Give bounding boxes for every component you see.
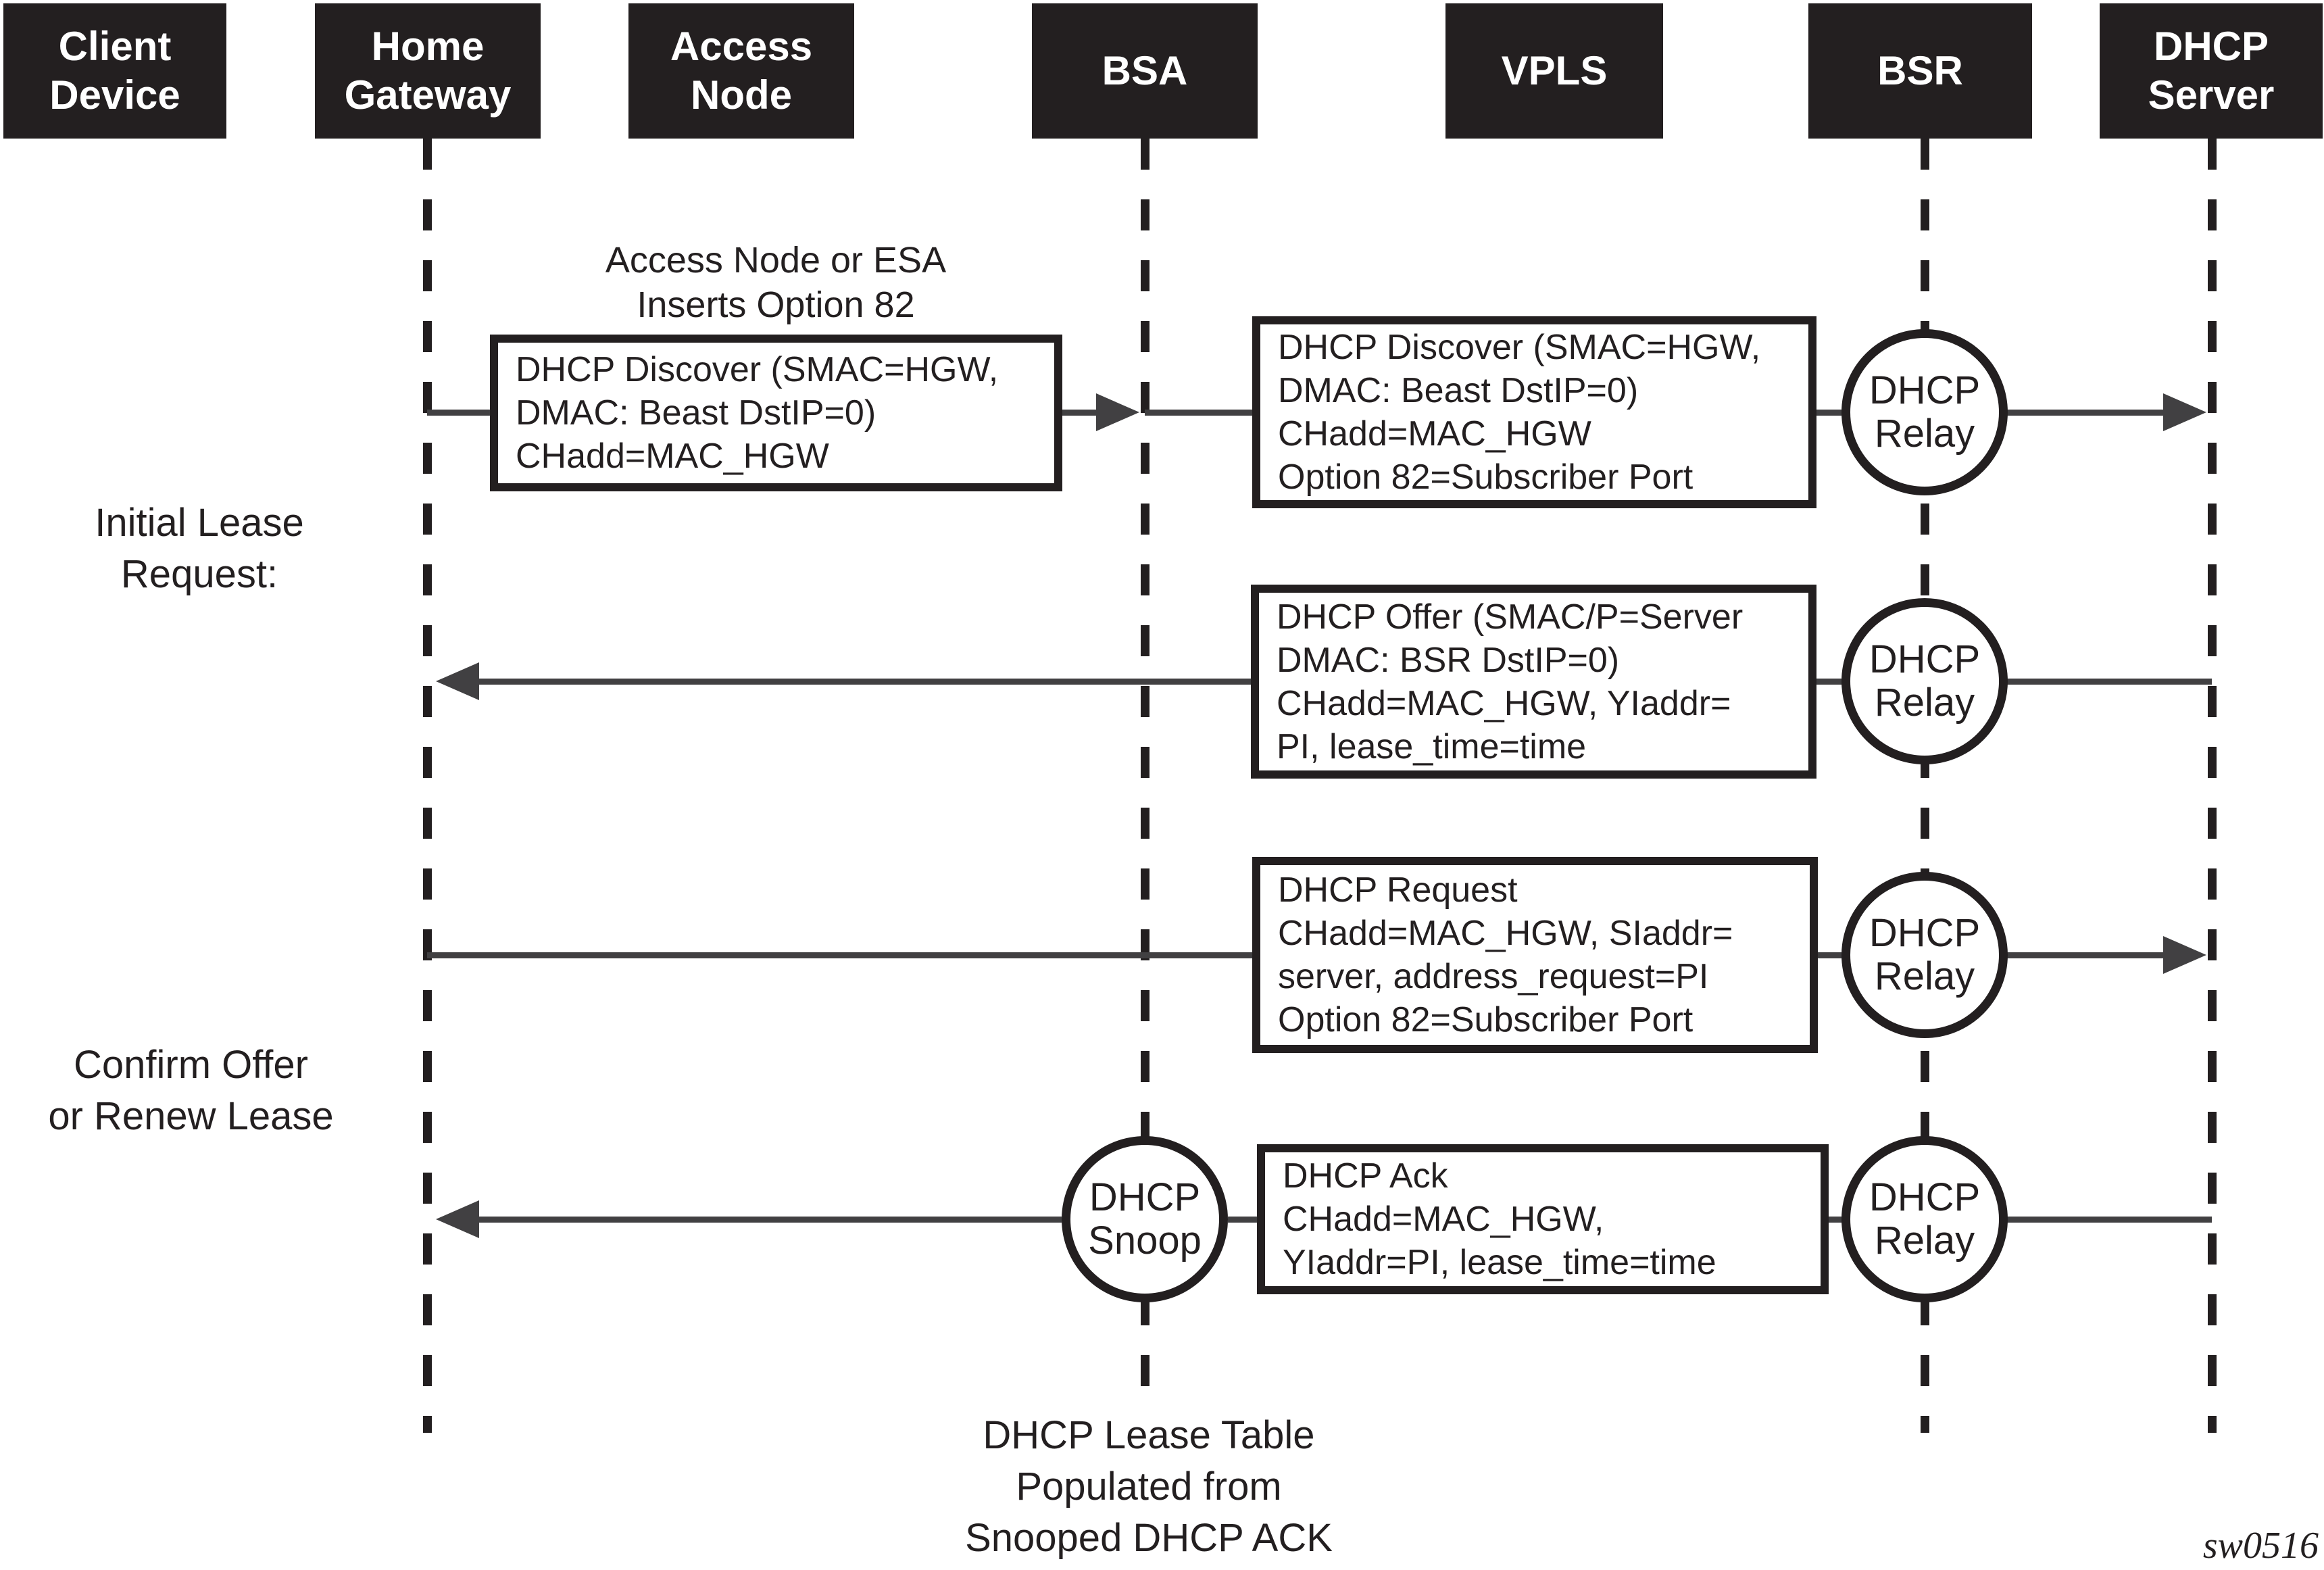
dhcp-snoop-badge: DHCP Snoop bbox=[1062, 1136, 1228, 1302]
arrow-request-seg bbox=[1818, 952, 1844, 958]
arrow-ack-seg bbox=[1826, 1217, 1844, 1223]
phase-label-line: Initial Lease bbox=[95, 501, 304, 545]
annotation-option82: Access Node or ESA Inserts Option 82 bbox=[539, 238, 1012, 327]
actor-label: BSA bbox=[1102, 48, 1188, 93]
actor-label: BSR bbox=[1877, 48, 1963, 93]
message-box-dhcp-ack: DHCP Ack CHadd=MAC_HGW, YIaddr=PI, lease… bbox=[1257, 1144, 1829, 1294]
badge-line: Relay bbox=[1874, 412, 1975, 456]
dhcp-relay-badge-4: DHCP Relay bbox=[1841, 1136, 2008, 1302]
arrowhead-right-icon bbox=[1096, 393, 1139, 431]
message-line: CHadd=MAC_HGW, YIaddr= bbox=[1277, 683, 1731, 723]
arrow-offer-seg bbox=[2006, 679, 2212, 685]
actor-bsr: BSR bbox=[1808, 3, 2032, 139]
arrow-request-seg bbox=[2006, 952, 2165, 958]
badge-line: Relay bbox=[1874, 954, 1975, 998]
actor-home-gateway: Home Gateway bbox=[315, 3, 541, 139]
message-line: PI, lease_time=time bbox=[1277, 727, 1587, 766]
dhcp-relay-badge-3: DHCP Relay bbox=[1841, 872, 2008, 1038]
message-line: DHCP Offer (SMAC/P=Server bbox=[1277, 597, 1744, 637]
lifeline-bsa bbox=[1141, 139, 1149, 1399]
message-line: CHadd=MAC_HGW, SIaddr= bbox=[1278, 914, 1733, 953]
message-box-dhcp-request: DHCP Request CHadd=MAC_HGW, SIaddr= serv… bbox=[1252, 857, 1818, 1053]
arrow-ack-seg bbox=[479, 1217, 1062, 1223]
phase-label-line: Request: bbox=[120, 552, 278, 596]
note-line: Snooped DHCP ACK bbox=[965, 1516, 1333, 1560]
actor-label: Server bbox=[2148, 72, 2275, 118]
arrowhead-right-icon bbox=[2163, 393, 2206, 431]
arrow-ack-seg bbox=[2006, 1217, 2212, 1223]
actor-label: Node bbox=[691, 72, 792, 118]
message-box-dhcp-discover-hgw: DHCP Discover (SMAC=HGW, DMAC: Beast Dst… bbox=[490, 335, 1062, 491]
actor-dhcp-server: DHCP Server bbox=[2100, 3, 2323, 139]
badge-line: DHCP bbox=[1869, 911, 1981, 955]
message-line: CHadd=MAC_HGW bbox=[1278, 414, 1591, 453]
figure-id: sw0516 bbox=[2202, 1525, 2319, 1567]
annotation-line: Access Node or ESA bbox=[605, 240, 947, 280]
badge-line: DHCP bbox=[1869, 637, 1981, 681]
phase-label-initial-lease: Initial Lease Request: bbox=[54, 497, 345, 600]
message-line: DHCP Discover (SMAC=HGW, bbox=[1278, 328, 1761, 367]
message-line: DMAC: BSR DstIP=0) bbox=[1277, 640, 1620, 680]
arrow-discover-seg bbox=[1816, 410, 1844, 416]
arrow-offer-seg bbox=[1815, 679, 1844, 685]
arrow-ack-seg bbox=[1228, 1217, 1257, 1223]
dhcp-relay-badge-1: DHCP Relay bbox=[1841, 329, 2008, 495]
actor-access-node: Access Node bbox=[628, 3, 854, 139]
badge-line: Snoop bbox=[1088, 1219, 1202, 1262]
message-line: DHCP Request bbox=[1278, 870, 1518, 910]
message-line: server, address_request=PI bbox=[1278, 957, 1709, 996]
badge-line: Relay bbox=[1874, 1219, 1975, 1262]
arrow-discover-seg bbox=[1062, 410, 1097, 416]
message-line: DHCP Ack bbox=[1283, 1156, 1448, 1196]
note-lease-table: DHCP Lease Table Populated from Snooped … bbox=[953, 1410, 1345, 1564]
actor-client-device: Client Device bbox=[3, 3, 226, 139]
arrowhead-left-icon bbox=[436, 662, 479, 700]
actor-label: Device bbox=[49, 72, 180, 118]
arrow-discover-seg bbox=[1145, 410, 1252, 416]
annotation-line: Inserts Option 82 bbox=[637, 285, 915, 325]
message-line: YIaddr=PI, lease_time=time bbox=[1283, 1243, 1716, 1282]
dhcp-relay-badge-2: DHCP Relay bbox=[1841, 598, 2008, 764]
arrowhead-left-icon bbox=[436, 1200, 479, 1238]
message-line: CHadd=MAC_HGW, bbox=[1283, 1200, 1604, 1239]
actor-label: Gateway bbox=[344, 72, 512, 118]
message-line: DMAC: Beast DstIP=0) bbox=[1278, 371, 1639, 410]
actor-vpls: VPLS bbox=[1445, 3, 1663, 139]
message-box-dhcp-offer: DHCP Offer (SMAC/P=Server DMAC: BSR DstI… bbox=[1251, 585, 1816, 779]
badge-line: Relay bbox=[1874, 681, 1975, 725]
phase-label-confirm-offer: Confirm Offer or Renew Lease bbox=[37, 1039, 345, 1142]
arrow-offer-seg bbox=[479, 679, 1251, 685]
message-line: CHadd=MAC_HGW bbox=[516, 437, 829, 476]
badge-line: DHCP bbox=[1869, 1175, 1981, 1219]
lifeline-dhcp-server bbox=[2208, 139, 2217, 1433]
message-box-dhcp-discover-option82: DHCP Discover (SMAC=HGW, DMAC: Beast Dst… bbox=[1252, 316, 1816, 508]
arrow-request-seg bbox=[427, 952, 1252, 958]
phase-label-line: or Renew Lease bbox=[48, 1094, 334, 1138]
note-line: Populated from bbox=[1016, 1465, 1282, 1508]
message-line: Option 82=Subscriber Port bbox=[1278, 458, 1693, 497]
arrow-discover-seg bbox=[2006, 410, 2165, 416]
actor-bsa: BSA bbox=[1032, 3, 1258, 139]
actor-label: DHCP bbox=[2153, 24, 2269, 69]
arrow-discover-seg bbox=[427, 410, 490, 416]
actor-label: VPLS bbox=[1501, 48, 1608, 93]
badge-line: DHCP bbox=[1089, 1175, 1201, 1219]
message-line: DHCP Discover (SMAC=HGW, bbox=[516, 350, 999, 389]
arrowhead-right-icon bbox=[2163, 936, 2206, 974]
message-line: Option 82=Subscriber Port bbox=[1278, 1000, 1693, 1039]
note-line: DHCP Lease Table bbox=[983, 1413, 1315, 1457]
badge-line: DHCP bbox=[1869, 368, 1981, 412]
phase-label-line: Confirm Offer bbox=[73, 1043, 308, 1087]
actor-label: Home bbox=[371, 24, 485, 69]
actor-label: Client bbox=[58, 24, 172, 69]
actor-label: Access bbox=[670, 24, 813, 69]
lifeline-home-gateway bbox=[423, 139, 432, 1433]
message-line: DMAC: Beast DstIP=0) bbox=[516, 393, 876, 433]
